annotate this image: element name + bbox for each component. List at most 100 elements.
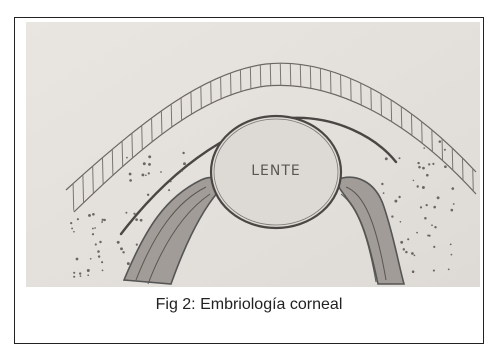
- mesenchyme-dot: [125, 212, 127, 214]
- mesenchyme-dot: [434, 226, 436, 228]
- mesenchyme-dot: [428, 163, 430, 165]
- mesenchyme-dot: [104, 219, 106, 221]
- mesenchyme-dot: [87, 269, 90, 272]
- mesenchyme-dot: [117, 241, 120, 244]
- mesenchyme-dot: [451, 187, 454, 190]
- mesenchyme-dot: [129, 179, 132, 182]
- mesenchyme-dot: [95, 243, 97, 245]
- mesenchyme-dot: [94, 227, 96, 229]
- mesenchyme-dot: [431, 224, 433, 226]
- mesenchyme-dot: [145, 175, 147, 177]
- mesenchyme-dot: [77, 218, 79, 220]
- mesenchyme-dot: [136, 244, 138, 246]
- mesenchyme-dot: [444, 165, 447, 168]
- figure-caption: Fig 2: Embriología corneal: [14, 296, 484, 314]
- mesenchyme-dot: [416, 232, 418, 234]
- mesenchyme-dot: [181, 170, 183, 172]
- mesenchyme-dot: [148, 163, 151, 166]
- mesenchyme-dot: [417, 185, 419, 187]
- mesenchyme-dot: [432, 163, 434, 165]
- mesenchyme-dot: [80, 275, 82, 277]
- mesenchyme-dot: [102, 219, 104, 221]
- mesenchyme-dot: [143, 162, 146, 165]
- mesenchyme-dot: [182, 152, 184, 154]
- mesenchyme-dot: [451, 254, 453, 256]
- mesenchyme-dot: [127, 262, 130, 265]
- mesenchyme-dot: [400, 241, 403, 244]
- mesenchyme-dot: [71, 227, 73, 229]
- mesenchyme-dot: [451, 209, 454, 212]
- mesenchyme-dot: [407, 238, 409, 240]
- mesenchyme-dot: [76, 258, 79, 261]
- mesenchyme-dot: [391, 215, 393, 217]
- mesenchyme-dot: [101, 261, 103, 263]
- mesenchyme-dot: [433, 206, 436, 209]
- mesenchyme-dot: [90, 258, 92, 260]
- mesenchyme-dot: [422, 167, 425, 170]
- mesenchyme-dot: [423, 147, 425, 149]
- mesenchyme-dot: [453, 203, 455, 205]
- mesenchyme-dot: [437, 196, 440, 199]
- mesenchyme-dot: [97, 250, 100, 253]
- mesenchyme-dot: [73, 272, 75, 274]
- mesenchyme-dot: [412, 270, 415, 273]
- mesenchyme-dot: [418, 166, 421, 169]
- mesenchyme-dot: [92, 213, 95, 216]
- mesenchyme-dot: [129, 173, 132, 176]
- mesenchyme-dot: [73, 276, 75, 278]
- mesenchyme-dot: [170, 181, 172, 183]
- mesenchyme-dot: [433, 246, 435, 248]
- mesenchyme-dot: [102, 270, 104, 272]
- mesenchyme-dot: [79, 272, 81, 274]
- mesenchyme-dot: [381, 183, 383, 185]
- mesenchyme-dot: [417, 162, 419, 164]
- corneal-embryology-sketch: LENTE: [26, 22, 480, 287]
- mesenchyme-dot: [135, 218, 138, 221]
- mesenchyme-dot: [385, 157, 388, 160]
- mesenchyme-dot: [148, 155, 151, 158]
- mesenchyme-dot: [92, 233, 94, 235]
- mesenchyme-dot: [383, 192, 385, 194]
- mesenchyme-dot: [126, 157, 128, 159]
- mesenchyme-dot: [448, 268, 450, 270]
- lens: LENTE: [211, 116, 341, 228]
- mesenchyme-dot: [450, 243, 452, 245]
- mesenchyme-dot: [160, 171, 162, 173]
- mesenchyme-dot: [424, 217, 427, 220]
- mesenchyme-dot: [147, 194, 149, 196]
- mesenchyme-dot: [399, 157, 401, 159]
- mesenchyme-dot: [422, 186, 425, 189]
- mesenchyme-dot: [140, 219, 143, 222]
- mesenchyme-dot: [413, 254, 415, 256]
- mesenchyme-dot: [70, 222, 72, 224]
- mesenchyme-dot: [98, 255, 100, 257]
- mesenchyme-dot: [148, 172, 150, 174]
- mesenchyme-dot: [400, 221, 402, 223]
- mesenchyme-dot: [439, 140, 442, 143]
- mesenchyme-dot: [426, 174, 429, 177]
- mesenchyme-dot: [92, 228, 94, 230]
- mesenchyme-dot: [403, 248, 405, 250]
- mesenchyme-dot: [168, 189, 170, 191]
- mesenchyme-dot: [426, 204, 428, 206]
- mesenchyme-dot: [73, 231, 75, 233]
- mesenchyme-dot: [122, 251, 124, 253]
- mesenchyme-dot: [101, 221, 103, 223]
- mesenchyme-dot: [405, 251, 407, 253]
- mesenchyme-dot: [429, 235, 431, 237]
- mesenchyme-dot: [87, 274, 89, 276]
- lens-label: LENTE: [251, 163, 301, 179]
- mesenchyme-dot: [88, 214, 91, 217]
- mesenchyme-dot: [183, 162, 186, 165]
- mesenchyme-dot: [433, 270, 435, 272]
- mesenchyme-dot: [141, 173, 144, 176]
- mesenchyme-dot: [398, 196, 400, 198]
- mesenchyme-dot: [394, 200, 397, 203]
- mesenchyme-dot: [420, 206, 422, 208]
- mesenchyme-dot: [411, 252, 414, 255]
- mesenchyme-dot: [120, 247, 123, 250]
- mesenchyme-dot: [444, 149, 446, 151]
- mesenchyme-dot: [99, 241, 101, 243]
- mesenchyme-dot: [133, 213, 135, 215]
- mesenchyme-dot: [413, 180, 415, 182]
